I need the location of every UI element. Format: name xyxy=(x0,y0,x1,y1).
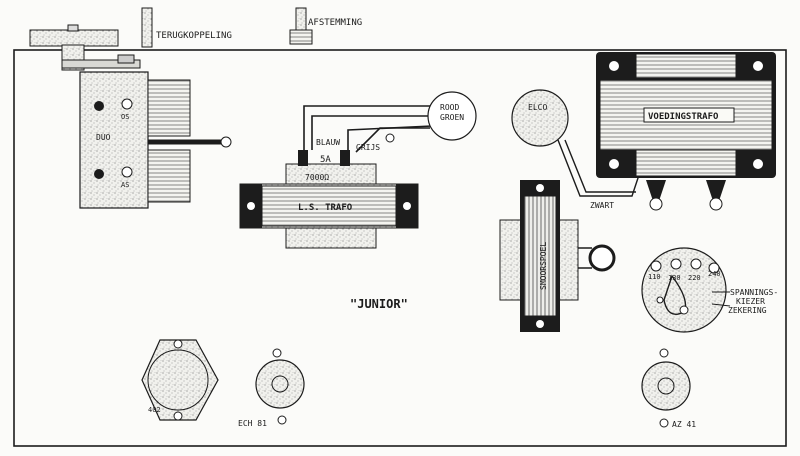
impedance-7000-label: 7000Ω xyxy=(305,173,329,182)
elco-label: ELCO xyxy=(528,103,547,112)
voltage-220-label: 220 xyxy=(688,274,701,282)
speaker-connection xyxy=(427,91,477,141)
ech81-label: ECH 81 xyxy=(238,419,267,428)
output-transformer xyxy=(239,150,419,249)
ech81-tube xyxy=(255,348,305,425)
grey-wire-screw xyxy=(385,133,395,143)
capacitor-name-label: DUO xyxy=(96,133,111,142)
variable-capacitor xyxy=(79,71,232,209)
voltage-selector-label-2: KIEZER xyxy=(736,297,765,306)
voltage-240-label: 240 xyxy=(708,270,721,278)
feedback-knob-label: TERUGKOPPELING xyxy=(156,31,232,41)
board-title: "JUNIOR" xyxy=(350,297,408,311)
az41-tube xyxy=(641,348,691,428)
voltage-selector xyxy=(641,247,731,333)
wire-grey-label: GRIJS xyxy=(356,143,380,152)
choke-coil xyxy=(499,180,616,332)
electrolytic-capacitor xyxy=(511,89,569,147)
voltage-130-label: 130 xyxy=(668,274,681,282)
capacitor-os-label: OS xyxy=(121,113,129,121)
socket-402-label: 402 xyxy=(148,406,161,414)
tuning-knob xyxy=(289,7,313,45)
fuse-label: ZEKERING xyxy=(728,306,767,315)
feedback-knob-assembly xyxy=(29,7,153,71)
impedance-5a-label: 5A xyxy=(320,155,331,165)
wire-blue-label: BLAUW xyxy=(316,138,340,147)
wire-green-label: GROEN xyxy=(440,113,464,122)
choke-label: SMOORSPOEL xyxy=(539,242,548,290)
wire-black-label: ZWART xyxy=(590,201,614,210)
voltage-selector-label: SPANNINGS- xyxy=(730,288,778,297)
elco-wire xyxy=(557,139,641,197)
voltage-110-label: 110 xyxy=(648,273,661,281)
capacitor-as-label: AS xyxy=(121,181,129,189)
power-transformer-label: VOEDINGSTRAFO xyxy=(648,112,719,122)
speaker-wires xyxy=(303,105,433,153)
az41-label: AZ 41 xyxy=(672,420,696,429)
power-tube-socket xyxy=(141,339,219,421)
wire-red-label: ROOD xyxy=(440,103,459,112)
output-transformer-label: L.S. TRAFO xyxy=(298,203,353,213)
tuning-knob-label: AFSTEMMING xyxy=(308,18,362,28)
